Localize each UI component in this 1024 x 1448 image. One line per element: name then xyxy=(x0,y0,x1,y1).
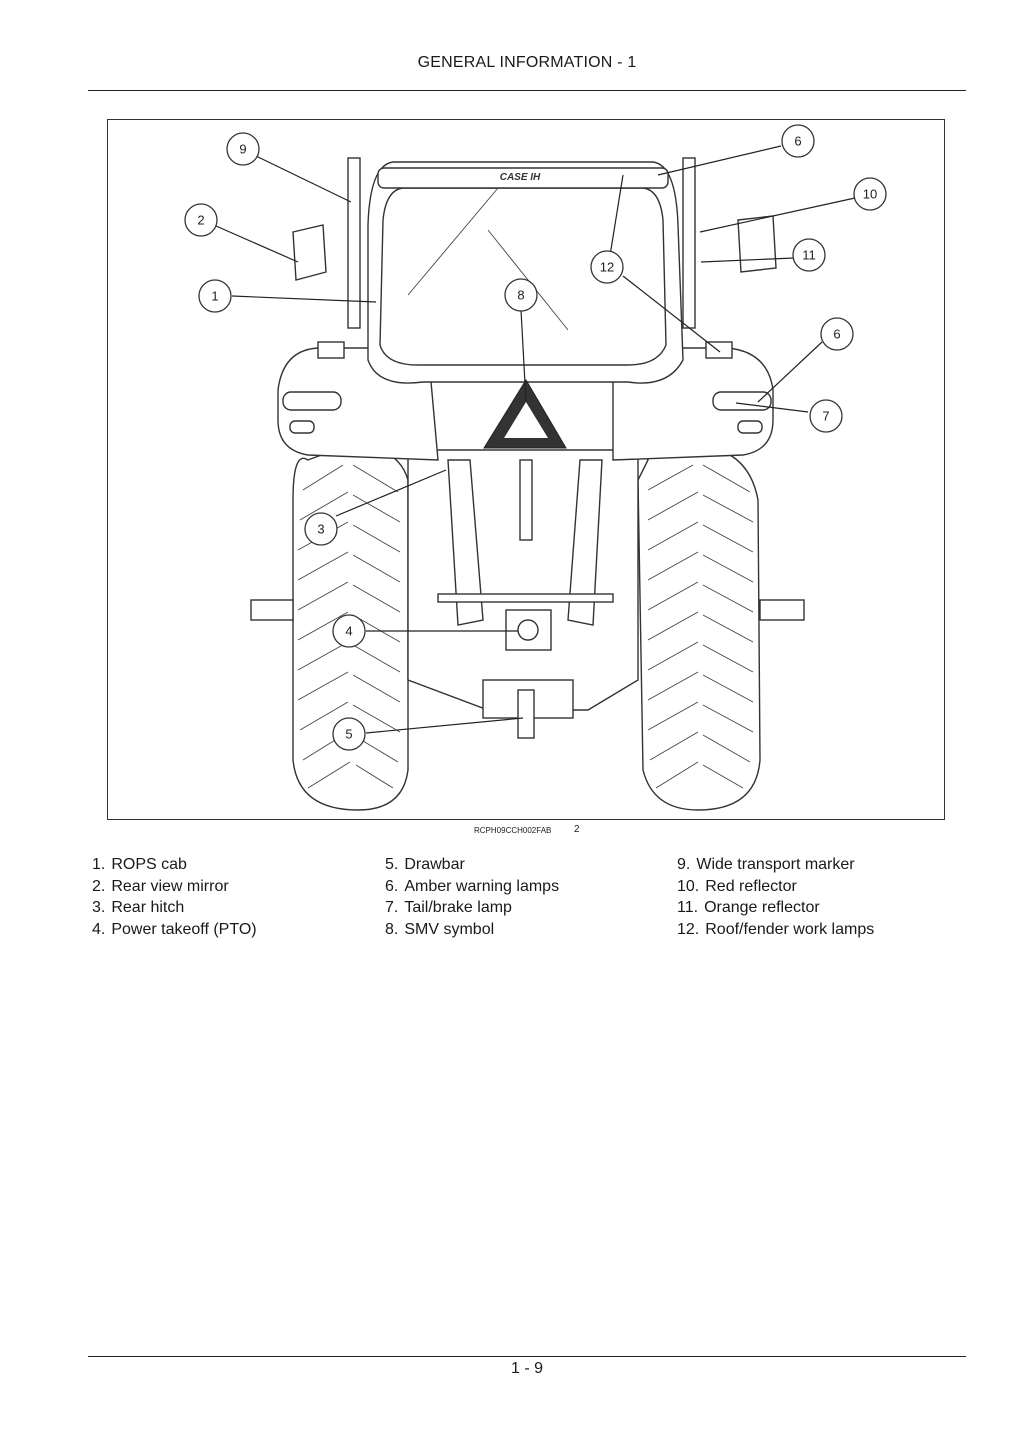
svg-text:10: 10 xyxy=(863,187,877,202)
right-reflector xyxy=(737,420,763,434)
svg-text:7: 7 xyxy=(822,409,829,424)
callout-12: 12 xyxy=(590,250,624,284)
left-tail-lamp xyxy=(282,391,342,411)
legend-item: 8.SMV symbol xyxy=(385,921,495,939)
callout-6-lower: 6 xyxy=(820,317,854,351)
legend-item: 6.Amber warning lamps xyxy=(385,877,560,895)
figure-reference-code: RCPH09CCH002FAB xyxy=(474,826,552,835)
pto-shaft xyxy=(517,619,539,641)
top-link xyxy=(519,459,533,541)
svg-text:1: 1 xyxy=(211,289,218,304)
page-number: 1 - 9 xyxy=(510,1360,543,1377)
header-rule xyxy=(88,90,966,91)
svg-text:8: 8 xyxy=(517,288,524,303)
legend-column-1: 1.ROPS cab 2.Rear view mirror 3.Rear hit… xyxy=(92,854,257,941)
callout-7: 7 xyxy=(809,399,843,433)
right-tail-lamp xyxy=(712,391,772,411)
right-wide-transport-marker xyxy=(682,157,696,329)
left-axle-stub xyxy=(250,599,294,621)
callout-10: 10 xyxy=(853,177,887,211)
callout-4: 4 xyxy=(332,614,366,648)
legend-item: 3.Rear hitch xyxy=(92,899,185,917)
brand-logo: CASE IH xyxy=(500,172,541,183)
right-hitch-arm xyxy=(567,459,603,626)
callout-5: 5 xyxy=(332,717,366,751)
rops-cab xyxy=(367,161,684,384)
tractor-rear-view-figure: CASE IH xyxy=(107,119,945,820)
left-work-lamp xyxy=(317,341,345,359)
legend-item: 12.Roof/fender work lamps xyxy=(677,921,875,939)
right-rear-view-mirror xyxy=(737,215,777,273)
legend-item: 10.Red reflector xyxy=(677,877,797,895)
left-hitch-arm xyxy=(447,459,484,626)
left-rear-tire xyxy=(292,444,409,811)
callout-1: 1 xyxy=(198,279,232,313)
callout-3: 3 xyxy=(304,512,338,546)
hitch-crossbar xyxy=(437,593,614,603)
svg-text:6: 6 xyxy=(794,134,801,149)
callout-2: 2 xyxy=(184,203,218,237)
drawbar xyxy=(517,689,535,739)
left-rear-view-mirror xyxy=(292,224,327,281)
svg-text:12: 12 xyxy=(600,260,614,275)
legend-item: 4.Power takeoff (PTO) xyxy=(92,921,257,939)
legend-item: 5.Drawbar xyxy=(385,856,465,873)
svg-text:11: 11 xyxy=(802,248,816,263)
page-header: GENERAL INFORMATION - 1 xyxy=(417,54,637,71)
left-reflector xyxy=(289,420,315,434)
legend-item: 1.ROPS cab xyxy=(92,856,187,873)
svg-text:9: 9 xyxy=(239,142,246,157)
callout-11: 11 xyxy=(792,238,826,272)
legend-item: 7.Tail/brake lamp xyxy=(385,899,512,917)
left-wide-transport-marker xyxy=(347,157,361,329)
callout-8: 8 xyxy=(504,278,538,312)
footer-rule xyxy=(88,1356,966,1357)
svg-text:6: 6 xyxy=(833,327,840,342)
svg-text:2: 2 xyxy=(197,213,204,228)
figure-number: 2 xyxy=(574,824,580,835)
roof-visor xyxy=(377,167,669,189)
legend-column-3: 9.Wide transport marker 10.Red reflector… xyxy=(677,854,874,941)
svg-text:5: 5 xyxy=(345,727,352,742)
legend-item: 11.Orange reflector xyxy=(677,899,820,917)
right-axle-stub xyxy=(759,599,805,621)
legend-item: 9.Wide transport marker xyxy=(677,856,855,873)
callout-6-top: 6 xyxy=(781,124,815,158)
svg-text:4: 4 xyxy=(345,624,352,639)
legend-item: 2.Rear view mirror xyxy=(92,877,229,895)
right-rear-tire xyxy=(637,444,761,811)
leader-lines xyxy=(215,145,856,734)
callout-9: 9 xyxy=(226,132,260,166)
tractor-illustration: CASE IH xyxy=(184,124,887,811)
legend-column-2: 5.Drawbar 6.Amber warning lamps 7.Tail/b… xyxy=(385,854,559,941)
svg-text:3: 3 xyxy=(317,522,324,537)
